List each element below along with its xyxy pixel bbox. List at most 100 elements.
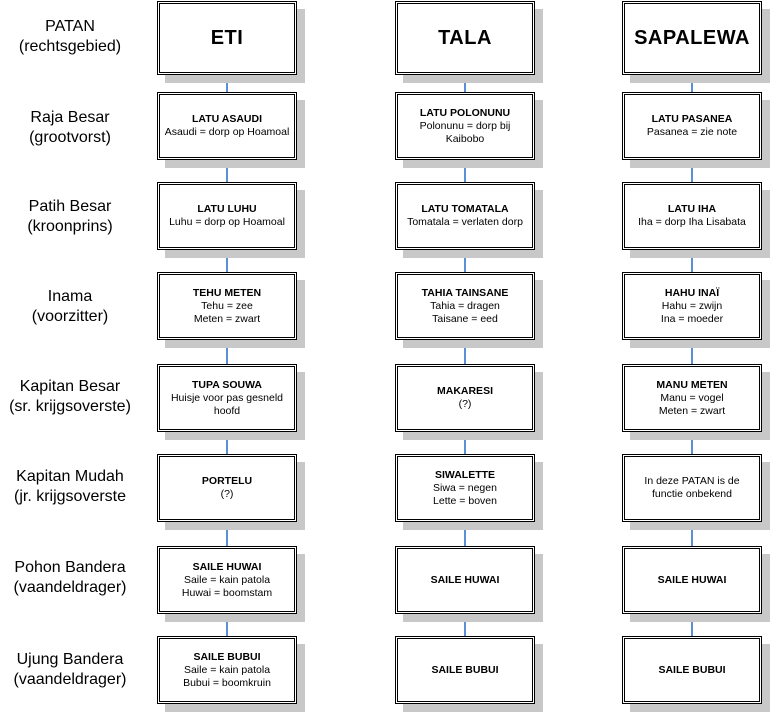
function-title: SAILE HUWAI: [657, 573, 727, 586]
function-title: MAKARESI: [436, 385, 493, 397]
row-label: Ujung Bandera (vaandeldrager): [0, 650, 140, 690]
connector-line: [691, 614, 693, 636]
connector-line: [464, 75, 466, 92]
connector-line: [464, 160, 466, 182]
function-description: Tomatala = verlaten dorp: [407, 216, 523, 228]
function-title: LATU IHA: [667, 203, 717, 215]
row-label-subtitle: (jr. krijgsoverste: [13, 488, 127, 505]
function-description: Saile = kain patola: [183, 663, 271, 676]
function-description: (?): [458, 398, 472, 410]
function-title: SAILE HUWAI: [192, 560, 262, 573]
row-label: Pohon Bandera(vaandeldrager): [0, 558, 140, 598]
function-description: functie onbekend: [652, 488, 732, 500]
row-label-title: Kapitan Mudah: [16, 468, 124, 485]
function-box: SAILE HUWAI: [395, 546, 535, 614]
function-description: Tahia = dragen: [430, 299, 500, 312]
function-title: LATU POLONUNU: [419, 106, 511, 119]
connector-line: [691, 432, 693, 454]
function-title: HAHU INAÏ: [664, 286, 720, 299]
patan-header-box: ETI: [157, 1, 297, 75]
function-description: Polonunu = dorp bij: [419, 119, 511, 132]
function-description: In deze PATAN is de: [644, 475, 740, 487]
function-description: Taisane = eed: [432, 312, 498, 325]
row-label-subtitle: (vaandeldrager): [13, 671, 127, 688]
function-title: TAHIA TAINSANE: [421, 286, 509, 299]
row-label: Raja Besar (grootvorst): [0, 108, 140, 148]
function-description: Siwa = negen: [433, 481, 497, 494]
function-box: SAILE BUBUI: [395, 636, 535, 704]
patan-name: ETI: [210, 26, 244, 49]
patan-name: SAPALEWA: [634, 26, 750, 49]
row-label-subtitle: (sr. krijgsoverste): [9, 398, 131, 415]
function-description: Huisje voor pas gesneld: [170, 391, 284, 404]
function-description: Meten = zwart: [658, 404, 726, 417]
function-title: TEHU METEN: [192, 286, 262, 299]
function-title: LATU PASANEA: [651, 113, 733, 125]
connector-line: [226, 340, 228, 364]
row-label: Inama(voorzitter): [0, 287, 140, 327]
function-box: SAILE BUBUI: [622, 636, 762, 704]
row-label-subtitle: (rechtsgebied): [18, 38, 122, 55]
function-title: SAILE HUWAI: [430, 573, 500, 586]
function-description: Asaudi = dorp op Hoamoal: [164, 126, 290, 138]
function-description: Huwai = boomstam: [181, 586, 273, 599]
function-title: LATU TOMATALA: [421, 203, 509, 215]
function-title: LATU LUHU: [197, 203, 257, 215]
connector-line: [691, 160, 693, 182]
function-description: Luhu = dorp op Hoamoal: [169, 216, 285, 228]
row-label-title: Ujung Bandera: [16, 651, 124, 668]
connector-line: [691, 250, 693, 272]
function-description: Meten = zwart: [193, 312, 261, 325]
row-label-subtitle: (vaandeldrager): [13, 579, 127, 596]
function-title: SAILE BUBUI: [431, 663, 499, 676]
function-title: TUPA SOUWA: [192, 378, 262, 391]
function-description: (?): [220, 488, 234, 500]
function-title: SAILE BUBUI: [658, 663, 726, 676]
connector-line: [226, 250, 228, 272]
connector-line: [226, 522, 228, 546]
function-title: MANU METEN: [656, 378, 728, 391]
function-description: Tehu = zee: [201, 299, 253, 312]
patan-name: TALA: [438, 26, 492, 49]
row-label-title: Raja Besar: [30, 109, 110, 126]
row-label: Kapitan Mudah (jr. krijgsoverste: [0, 467, 140, 507]
function-title: LATU ASAUDI: [192, 113, 262, 125]
row-label-title: Patih Besar: [28, 198, 112, 215]
row-label-subtitle: (voorzitter): [31, 308, 109, 325]
function-box: SAILE HUWAI: [622, 546, 762, 614]
patan-header-box: TALA: [395, 1, 535, 75]
connector-line: [691, 522, 693, 546]
connector-line: [226, 614, 228, 636]
connector-line: [464, 250, 466, 272]
function-description: Saile = kain patola: [183, 573, 271, 586]
row-label-subtitle: (grootvorst): [29, 129, 111, 146]
function-box: MAKARESI(?): [395, 364, 535, 432]
function-description: Hahu = zwijn: [661, 299, 723, 312]
connector-line: [691, 75, 693, 92]
function-title: SAILE BUBUI: [193, 650, 261, 663]
connector-line: [464, 522, 466, 546]
connector-line: [691, 340, 693, 364]
function-description: Iha = dorp Iha Lisabata: [638, 216, 746, 228]
function-description: Ina = moeder: [660, 312, 724, 325]
connector-line: [226, 432, 228, 454]
row-label-title: PATAN: [45, 18, 95, 35]
function-description: hoofd: [213, 404, 241, 417]
connector-line: [226, 160, 228, 182]
function-box: PORTELU(?): [157, 454, 297, 522]
connector-line: [464, 614, 466, 636]
row-label-title: Kapitan Besar: [19, 378, 121, 395]
